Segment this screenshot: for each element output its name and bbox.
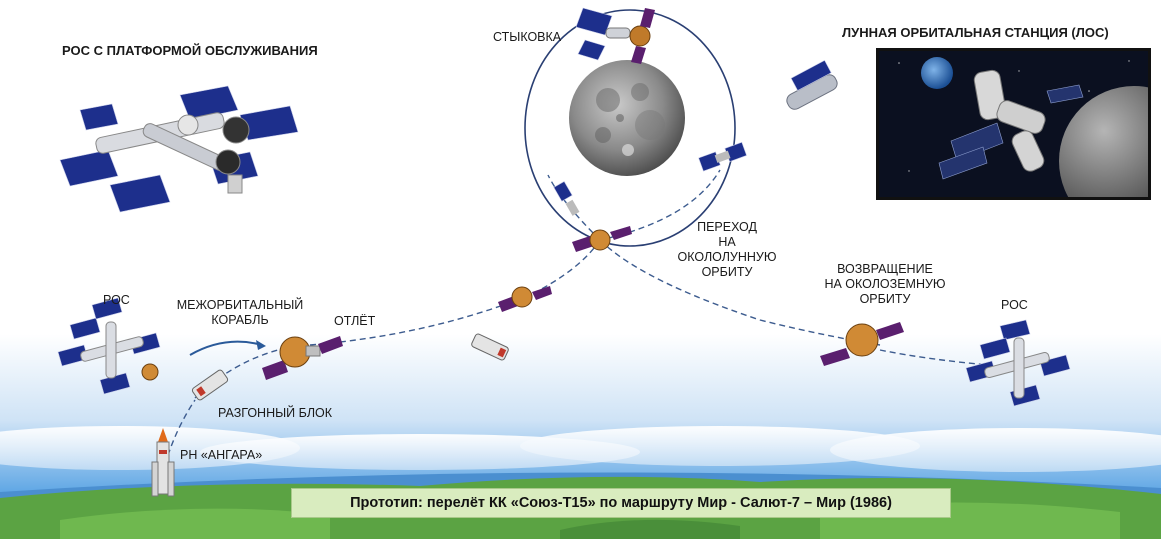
ros-station-left (57, 297, 161, 395)
ros-right-label: РОС (1001, 298, 1028, 312)
orbit-satellite-right (698, 141, 747, 172)
ship-arrival (572, 226, 632, 252)
approach-arrow (189, 340, 263, 356)
departure-label: ОТЛЁТ (334, 314, 376, 328)
lunar-orbit (524, 9, 736, 247)
ship-transfer (498, 286, 552, 312)
lunar-module (786, 59, 838, 110)
return-earth-orbit-label: ВОЗВРАЩЕНИЕ НА ОКОЛОЗЕМНУЮ ОРБИТУ (824, 262, 946, 306)
clouds (0, 426, 1161, 472)
booster-label: РАЗГОННЫЙ БЛОК (218, 406, 333, 420)
ros-platform-label: РОС С ПЛАТФОРМОЙ ОБСЛУЖИВАНИЯ (62, 43, 318, 58)
upper-stage-booster (191, 369, 229, 401)
moon (569, 60, 685, 176)
prototype-banner: Прототип: перелёт КК «Союз-Т15» по маршр… (291, 488, 951, 518)
ship-return (820, 322, 904, 366)
launcher-label: РН «АНГАРА» (180, 448, 263, 462)
orbit-satellite-left (553, 181, 580, 216)
ros-platform-station (59, 85, 299, 213)
spent-booster (471, 333, 509, 361)
transfer-lunar-orbit-label: ПЕРЕХОД НА ОКОЛОЛУННУЮ ОРБИТУ (677, 220, 777, 279)
interorbital-ship (262, 336, 343, 380)
ros-left-label: РОС (103, 293, 130, 307)
angara-rocket (151, 428, 175, 497)
interorbital-ship-label: МЕЖОРБИТАЛЬНЫЙ КОРАБЛЬ (176, 298, 304, 327)
lunar-station-photo (876, 48, 1151, 200)
docking-spacecraft (575, 7, 655, 64)
lunar-station-label: ЛУННАЯ ОРБИТАЛЬНАЯ СТАНЦИЯ (ЛОС) (842, 25, 1109, 40)
ros-station-right (965, 319, 1071, 407)
docking-label: СТЫКОВКА (493, 30, 562, 44)
